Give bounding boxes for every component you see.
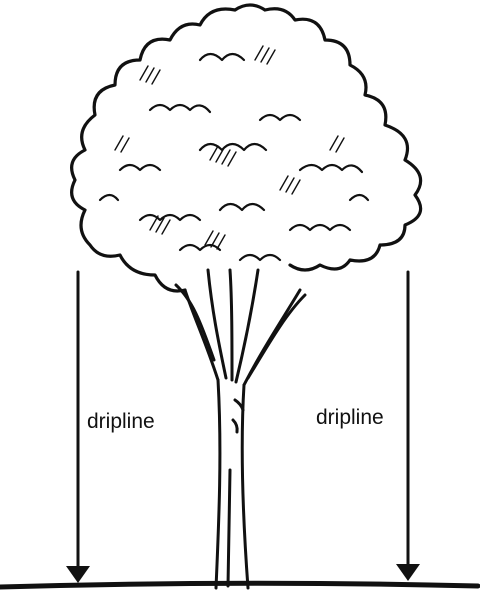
dripline-label-left: dripline [85,411,157,432]
canopy-hatching [115,46,344,249]
dripline-label-right: dripline [314,407,386,428]
ground-line [0,583,478,587]
canopy-detail [100,54,368,260]
dripline-arrow-right [396,272,420,581]
tree-trunk [216,380,248,588]
tree-branches [176,270,305,385]
